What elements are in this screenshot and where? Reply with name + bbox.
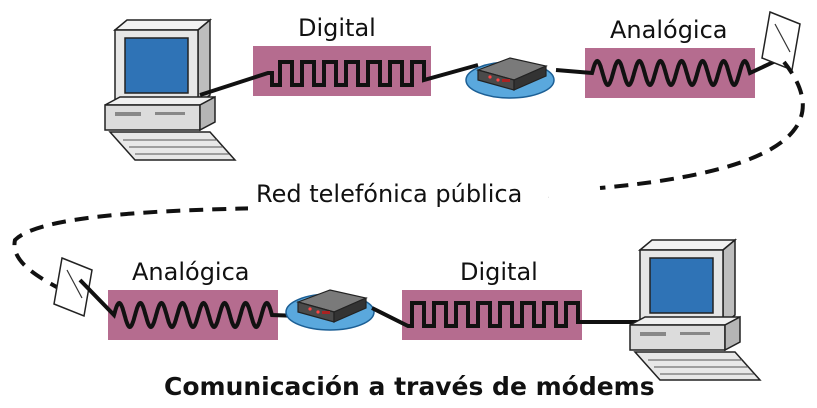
analog-sine-wave-top [555, 56, 783, 88]
diagram-caption: Comunicación a través de módems [164, 372, 655, 401]
label-top-analog: Analógica [610, 16, 728, 44]
public-telephone-network-line [12, 60, 805, 292]
label-network: Red telefónica pública [256, 180, 523, 208]
modem-icon-bottom [285, 289, 375, 331]
label-top-digital: Digital [298, 14, 376, 42]
computer-icon-bottom [629, 239, 761, 381]
digital-square-wave-top [199, 60, 479, 97]
digital-square-wave-bottom [371, 301, 640, 328]
label-bottom-digital: Digital [460, 258, 538, 286]
analog-sine-wave-bottom [78, 278, 301, 330]
modem-icon-top [465, 57, 555, 99]
label-bottom-analog: Analógica [132, 258, 250, 286]
phone-jack-icon-top [761, 11, 801, 71]
